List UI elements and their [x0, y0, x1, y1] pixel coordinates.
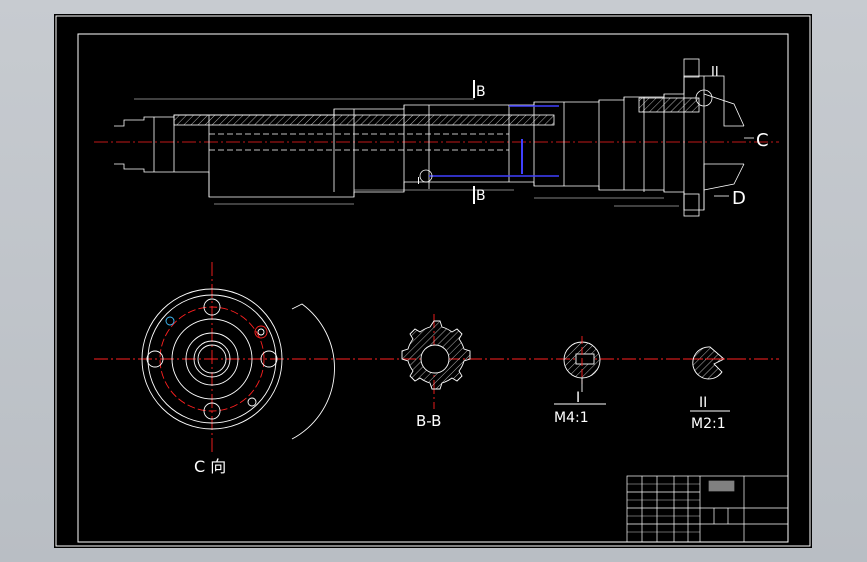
section-bb-caption: B-B [416, 412, 441, 430]
angle-dimension-arc [291, 303, 335, 440]
section-label-b-top: B [476, 84, 486, 100]
drawing-canvas: B B C D II I [55, 15, 811, 547]
c-view-caption: C 向 [194, 457, 226, 476]
axis-label-d: D [732, 188, 746, 209]
bolt-hole-top [203, 298, 221, 316]
bb-section-view [401, 314, 471, 409]
sheet-outer-border [55, 15, 811, 547]
bolt-hole-bottom [203, 402, 221, 420]
shaft-hatched-end [638, 97, 700, 113]
pin-hole-upper-right [254, 325, 268, 339]
axis-label-c: C [756, 130, 769, 151]
title-block-logo [708, 480, 735, 492]
shaft-hatched-band [173, 114, 555, 126]
bolt-hole-right [260, 350, 278, 368]
detail-i-scale: M4:1 [554, 410, 589, 426]
detail-i-view [554, 336, 606, 405]
drawing-viewport[interactable]: B B C D II I [54, 14, 812, 548]
detail-i-caption: I [576, 390, 580, 406]
detail-i-callout-circle [419, 169, 433, 183]
detail-ii-view [684, 346, 734, 412]
detail-ii-caption: II [699, 395, 707, 411]
detail-ii-marker-label: II [711, 65, 719, 80]
detail-ii-callout-circle [695, 89, 713, 107]
spline-bore [420, 344, 450, 374]
flange-outer-circle [141, 288, 283, 430]
detail-ii-profile [692, 346, 725, 380]
detail-i-marker-label: I [417, 176, 420, 187]
bolt-circle [159, 306, 265, 412]
detail-ii-scale: M2:1 [691, 416, 726, 432]
bolt-hole-left [146, 350, 164, 368]
sheet-inner-border [77, 33, 789, 543]
shaft-main-view [94, 58, 779, 217]
section-label-b-bottom: B [476, 188, 486, 204]
title-block [626, 475, 789, 543]
